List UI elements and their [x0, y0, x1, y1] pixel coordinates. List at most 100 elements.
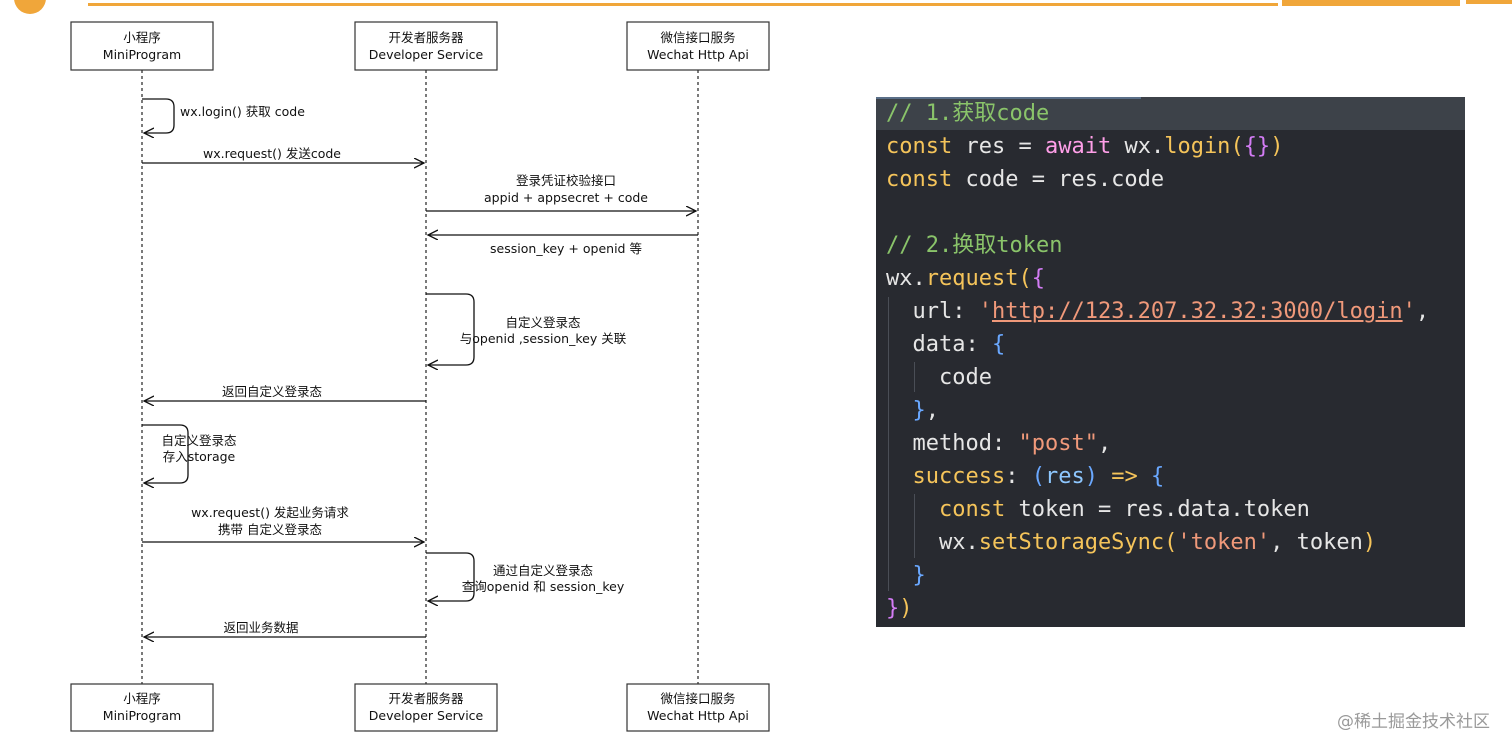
code-token: res = [965, 134, 1032, 159]
code-token: 'token' [1177, 530, 1271, 555]
code-token: ( [1230, 134, 1244, 159]
code-editor-panel: // 1.获取code const res = await wx.login({… [876, 97, 1465, 627]
message-label-line2: 查询openid 和 session_key [462, 579, 625, 594]
code-token: login [1164, 134, 1231, 159]
code-token: , [1415, 299, 1430, 324]
code-token: , [925, 398, 939, 423]
watermark: @稀土掘金技术社区 [1337, 712, 1490, 732]
code-token: } [886, 596, 900, 621]
participant-developer-service-top: 开发者服务器 Developer Service [354, 21, 498, 71]
code-token: { [1150, 464, 1165, 489]
code-token: ( [1018, 266, 1032, 291]
code-token: ( [1164, 530, 1178, 555]
code-line: success: (res) => { [886, 460, 1165, 493]
participant-name-cn: 微信接口服务 [660, 691, 735, 706]
code-token: { [991, 332, 1006, 357]
code-token: res [1044, 464, 1085, 489]
participant-name-en: Wechat Http Api [647, 708, 749, 723]
message-label: 返回自定义登录态 [222, 384, 322, 399]
message-label-line2: 携带 自定义登录态 [218, 522, 322, 537]
code-line: }, [886, 394, 940, 427]
code-token: ' [978, 299, 992, 324]
indent-guide [888, 297, 889, 591]
message-business-request: wx.request() 发起业务请求 携带 自定义登录态 [142, 505, 424, 542]
participant-miniprogram-top: 小程序 MiniProgram [70, 21, 214, 71]
code-token: code = res.code [965, 167, 1165, 192]
code-token: } [912, 398, 926, 423]
message-label-line1: wx.request() 发起业务请求 [191, 505, 349, 520]
code-line: }) [886, 592, 913, 625]
code-line: } [886, 559, 926, 592]
participant-name-cn: 微信接口服务 [660, 30, 735, 45]
code-line: // 2.换取token [886, 229, 1062, 262]
code-line: method: "post", [886, 427, 1112, 460]
code-line: const code = res.code [886, 163, 1164, 196]
participant-name-cn: 小程序 [123, 691, 161, 706]
top-orange-line [88, 3, 1278, 6]
participant-miniprogram-bottom: 小程序 MiniProgram [70, 683, 214, 732]
participant-name-en: Wechat Http Api [647, 47, 749, 62]
participant-wechat-api-top: 微信接口服务 Wechat Http Api [626, 21, 770, 71]
code-token: ) [1362, 530, 1377, 555]
code-token: const [938, 497, 1006, 522]
code-line: data: { [886, 328, 1006, 361]
editor-tab-indicator [876, 97, 1141, 99]
top-left-badge [14, 0, 46, 14]
code-token: ( [1031, 464, 1045, 489]
code-token: wx. [938, 530, 979, 555]
participant-name-cn: 小程序 [123, 30, 161, 45]
message-store-storage: 自定义登录态 存入storage [142, 424, 237, 483]
code-token: wx. [1124, 134, 1165, 159]
message-code2session: 登录凭证校验接口 appid + appsecret + code [426, 173, 696, 211]
code-token: "post" [1018, 431, 1098, 456]
code-token: await [1044, 134, 1112, 159]
message-session-key-return: session_key + openid 等 [428, 235, 698, 256]
message-label-line1: 自定义登录态 [505, 315, 580, 330]
code-token: : [1005, 464, 1019, 489]
code-token: ' [1402, 299, 1416, 324]
code-line: url: 'http://123.207.32.32:3000/login', [886, 295, 1430, 328]
code-line: wx.request({ [886, 262, 1045, 295]
code-line: const token = res.data.token [886, 493, 1310, 526]
code-comment: // 2.换取token [886, 233, 1063, 258]
code-token: wx. [886, 266, 926, 291]
code-token: data: [912, 332, 979, 357]
top-right-tab [1282, 0, 1460, 6]
code-line: code [886, 361, 992, 394]
message-return-login-state: 返回自定义登录态 [144, 384, 426, 401]
top-decoration-bar [14, 0, 1512, 14]
code-token: ) [1270, 134, 1284, 159]
code-token: } [912, 563, 926, 588]
code-token: => [1111, 464, 1138, 489]
participant-name-en: MiniProgram [103, 708, 181, 723]
code-token: success [912, 464, 1006, 489]
code-token: { [1031, 266, 1045, 291]
code-token: const [886, 167, 953, 192]
code-token: request [925, 266, 1019, 291]
message-wx-request-send-code: wx.request() 发送code [142, 146, 424, 163]
message-label-line1: 登录凭证校验接口 [516, 173, 616, 188]
code-token: url: [912, 299, 966, 324]
message-label: 返回业务数据 [223, 620, 298, 635]
code-line: const res = await wx.login({}) [886, 130, 1283, 163]
message-wx-login: wx.login() 获取 code [142, 98, 305, 133]
message-label: wx.login() 获取 code [180, 104, 305, 119]
participant-name-cn: 开发者服务器 [388, 30, 464, 45]
code-token: code [938, 365, 992, 390]
code-token: setStorageSync [978, 530, 1165, 555]
message-label: session_key + openid 等 [490, 241, 642, 256]
code-token: , token [1270, 530, 1363, 555]
participant-name-en: MiniProgram [103, 47, 181, 62]
indent-guide [914, 494, 915, 558]
message-return-business-data: 返回业务数据 [144, 620, 426, 637]
code-url: http://123.207.32.32:3000/login [991, 299, 1403, 324]
message-label-line1: 自定义登录态 [161, 433, 236, 448]
message-label-line1: 通过自定义登录态 [493, 563, 593, 578]
message-label: wx.request() 发送code [203, 146, 341, 161]
indent-guide [914, 362, 915, 392]
message-custom-login-state: 自定义登录态 与openid ,session_key 关联 [426, 293, 627, 365]
code-line: // 1.获取code [886, 97, 1049, 130]
message-query-openid: 通过自定义登录态 查询openid 和 session_key [426, 552, 625, 601]
participant-name-en: Developer Service [369, 708, 484, 723]
code-token: , [1097, 431, 1112, 456]
